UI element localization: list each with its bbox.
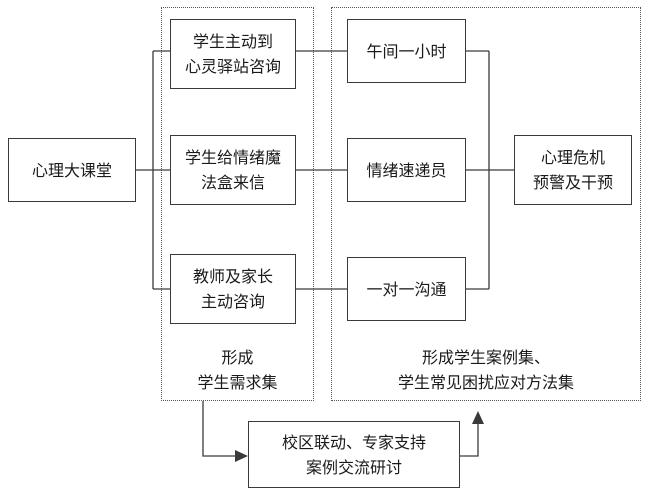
channel-box-emotion-magic-box: 学生给情绪魔 法盒来信 — [170, 135, 296, 205]
student-needs-caption: 形成 学生需求集 — [161, 345, 314, 395]
response-box-emotion-courier: 情绪速递员 — [347, 138, 466, 202]
channel-box-heart-station: 学生主动到 心灵驿站咨询 — [170, 19, 296, 89]
channel-label-line-1: 学生主动到 — [192, 32, 273, 51]
crisis-label-line-1: 心理危机 — [540, 148, 605, 167]
campus-linkage-box: 校区联动、专家支持 案例交流研讨 — [248, 421, 460, 488]
case-collection-caption: 形成学生案例集、 学生常见困扰应对方法集 — [331, 345, 641, 395]
psychology-class-box: 心理大课堂 — [8, 138, 136, 202]
channel-label-line-2: 心灵驿站咨询 — [184, 57, 281, 76]
caption-line-1: 形成学生案例集、 — [421, 348, 550, 367]
linkage-label-line-2: 案例交流研讨 — [305, 457, 402, 477]
arrowhead-up-to-right-region — [472, 411, 484, 424]
crisis-label-line-2: 预警及干预 — [532, 173, 613, 192]
psychology-class-label: 心理大课堂 — [31, 160, 112, 180]
response-label: 情绪速递员 — [366, 160, 447, 180]
case-collection-region — [331, 7, 641, 401]
caption-line-2: 学生常见困扰应对方法集 — [397, 373, 574, 392]
response-box-one-on-one: 一对一沟通 — [347, 257, 466, 321]
response-label: 一对一沟通 — [366, 279, 447, 299]
channel-box-teacher-parent: 教师及家长 主动咨询 — [170, 254, 296, 324]
caption-line-1: 形成 — [221, 348, 254, 367]
response-box-noon-hour: 午间一小时 — [347, 19, 466, 83]
channel-label-line-1: 学生给情绪魔 — [184, 148, 281, 167]
response-label: 午间一小时 — [366, 41, 447, 61]
crisis-warning-box: 心理危机 预警及干预 — [514, 135, 632, 205]
channel-label-line-2: 主动咨询 — [200, 292, 265, 311]
arrowhead-into-bottom-box — [235, 450, 248, 462]
student-needs-region — [161, 7, 314, 401]
channel-label-line-2: 法盒来信 — [200, 173, 265, 192]
arrow-bottom-to-right-region — [460, 421, 479, 457]
arrow-left-region-to-bottom — [202, 401, 238, 457]
channel-label-line-1: 教师及家长 — [192, 267, 273, 286]
linkage-label-line-1: 校区联动、专家支持 — [281, 432, 426, 452]
caption-line-2: 学生需求集 — [197, 373, 278, 392]
